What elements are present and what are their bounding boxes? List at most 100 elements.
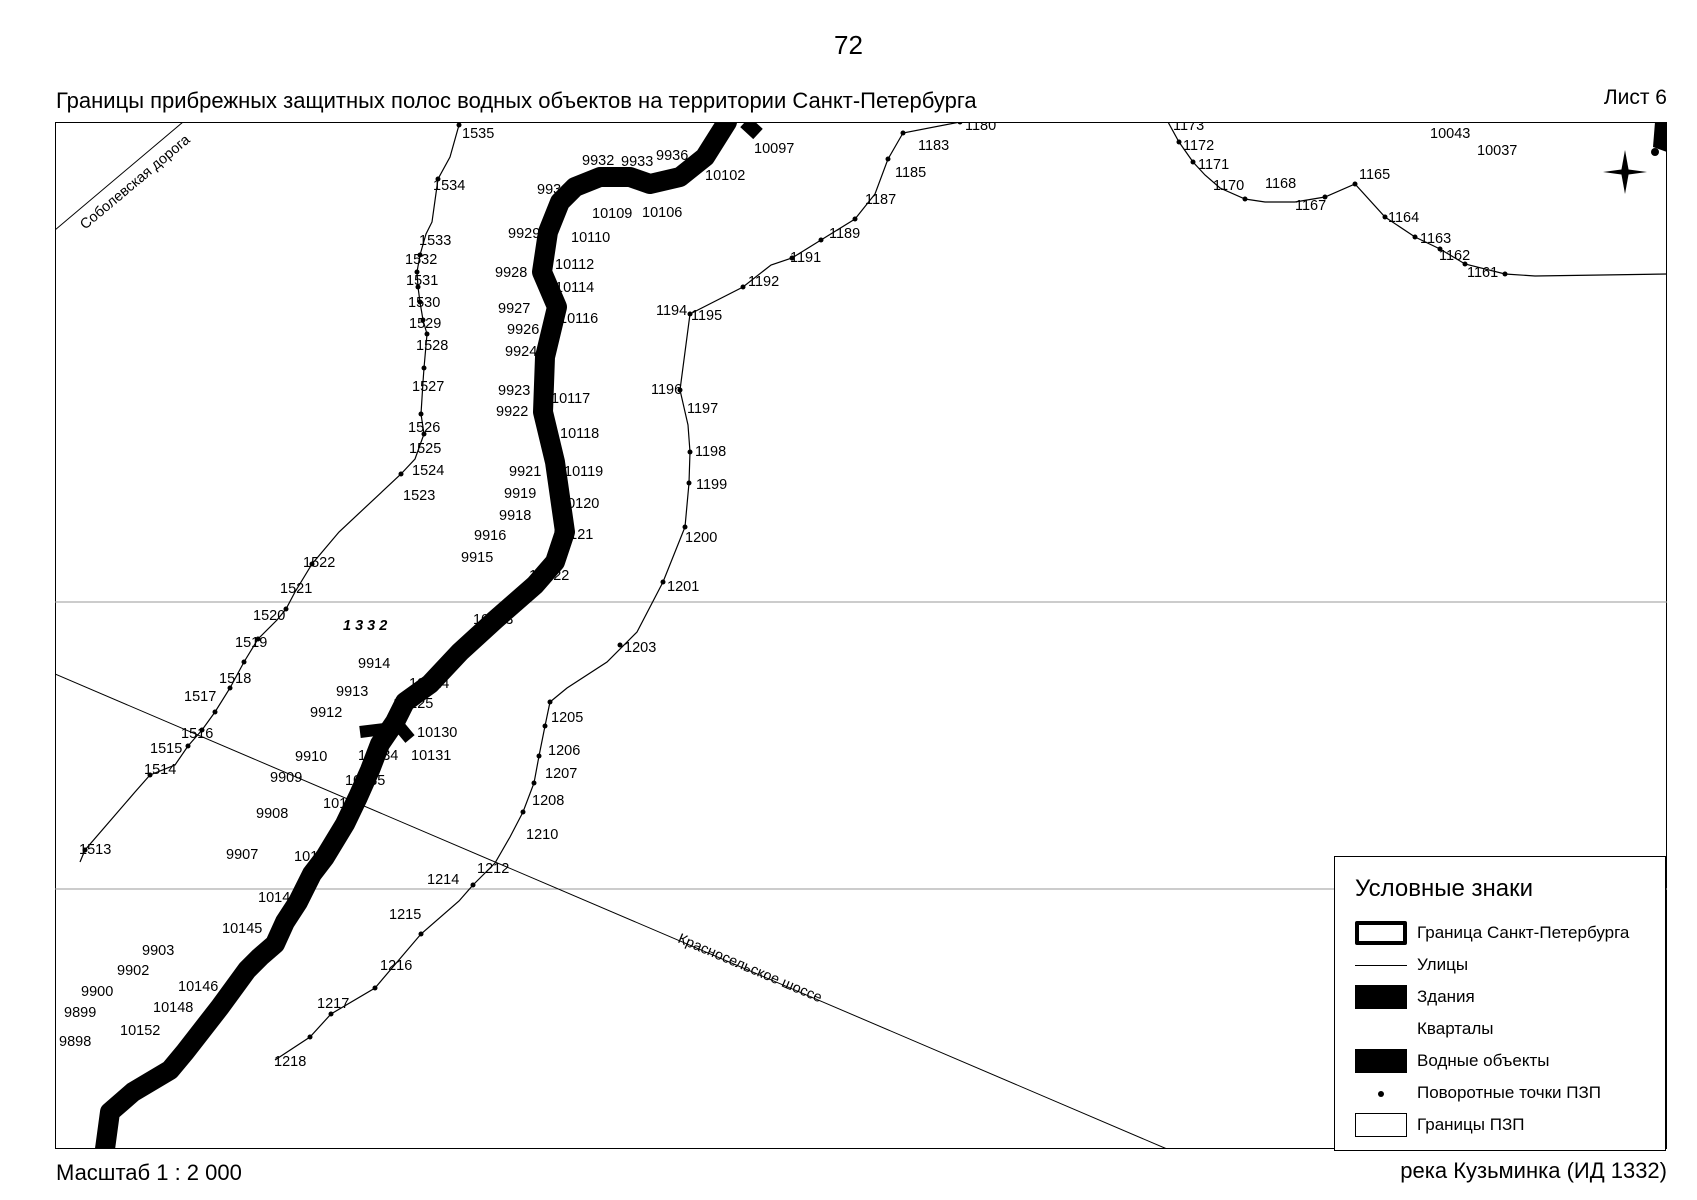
legend-item-turning-points: Поворотные точки ПЗП [1355,1081,1655,1107]
point-label-1168: 1168 [1265,176,1296,192]
point-label-1197: 1197 [687,401,718,417]
page-number: 72 [834,30,863,60]
point-label-9899: 9899 [64,1005,96,1021]
point-label-1215: 1215 [389,907,421,923]
map-frame[interactable]: Соболевская дорога Красносельское шоссе … [55,122,1667,1149]
point-label-10131: 10131 [411,748,451,764]
point-label-1530: 1530 [408,295,440,311]
point-label-1533: 1533 [419,233,451,249]
point-label-9936: 9936 [656,148,688,164]
legend-item-spb-boundary: Граница Санкт-Петербурга [1355,921,1655,947]
point-label-1194: 1194 [656,303,687,319]
legend-label: Водные объекты [1417,1051,1550,1070]
point-label-1217: 1217 [317,996,349,1012]
point-label-9898: 9898 [59,1034,91,1050]
point-label-10142: 10142 [258,890,298,906]
point-label-1517: 1517 [184,689,216,705]
point-label-1191: 1191 [790,250,821,266]
sheet-label: Лист 6 [1603,86,1667,109]
point-label-1161: 1161 [1467,265,1498,281]
river-label: река Кузьминка (ИД 1332) [1400,1158,1667,1183]
point-label-1528: 1528 [416,338,448,354]
quarter-symbol [1355,1017,1407,1041]
point-label-10123: 10123 [473,612,513,628]
point-label-9909: 9909 [270,770,302,786]
point-label-1526: 1526 [408,420,440,436]
pzp-points-left [82,122,462,853]
point-label-1208: 1208 [532,793,564,809]
building-fill-symbol [1355,985,1407,1009]
point-label-1170: 1170 [1213,178,1244,194]
point-label-1532: 1532 [405,252,437,268]
point-label-10114: 10114 [555,280,594,296]
point-label-1218: 1218 [274,1054,306,1070]
point-label-1521: 1521 [280,581,312,597]
point-label-1201: 1201 [667,579,699,595]
legend-item-streets: Улицы [1355,953,1655,979]
legend-label: Здания [1417,987,1475,1006]
point-label-9929: 9929 [508,226,540,242]
point-label-1173: 1173 [1173,122,1204,134]
point-label-1203: 1203 [624,640,656,656]
point-label-10106: 10106 [642,205,682,221]
point-label-9916: 9916 [474,528,506,544]
point-labels: 1535153415331532153115301529152815271526… [59,122,1517,1070]
point-label-10138: 10138 [294,849,334,865]
point-label-1162: 1162 [1439,248,1470,264]
street-krasnoselskoe [55,673,1168,1149]
point-label-1529: 1529 [409,316,441,332]
point-label-9923: 9923 [498,383,530,399]
point-label-1207: 1207 [545,766,577,782]
point-label-1180: 1180 [965,122,996,134]
point-label-1164: 1164 [1388,210,1419,226]
point-label-10122: 10122 [529,568,569,584]
legend-title: Условные знаки [1355,875,1534,902]
point-label-9907: 9907 [226,847,258,863]
point-label-1200: 1200 [685,530,717,546]
point-label-1163: 1163 [1420,231,1451,247]
legend: Условные знаки Граница Санкт-Петербурга … [1334,856,1666,1151]
legend-label: Поворотные точки ПЗП [1417,1083,1601,1102]
point-label-9918: 9918 [499,508,531,524]
point-label-1199: 1199 [696,477,727,493]
point-label-1192: 1192 [748,274,779,290]
legend-label: Границы ПЗП [1417,1115,1525,1134]
legend-item-quarters: Кварталы [1355,1017,1655,1043]
point-label-9902: 9902 [117,963,149,979]
point-label-10119: 10119 [564,464,603,480]
pzp-boundary-symbol [1355,1113,1407,1137]
point-label-1195: 1195 [691,308,722,324]
point-label-1216: 1216 [380,958,412,974]
point-label-9928: 9928 [495,265,527,281]
point-label-9912: 9912 [310,705,342,721]
point-label-9914: 9914 [358,656,390,672]
legend-item-buildings: Здания [1355,985,1655,1011]
point-label-10145: 10145 [222,921,262,937]
point-label-1531: 1531 [406,273,438,289]
pzp-boundary-left [79,124,460,863]
point-label-9900: 9900 [81,984,113,1000]
scale-label: Масштаб 1 : 2 000 [56,1160,242,1185]
legend-item-pzp-boundary: Границы ПЗП [1355,1113,1655,1139]
street-line-symbol [1355,965,1407,966]
point-label-9933: 9933 [621,154,653,170]
point-label-9922: 9922 [496,404,528,420]
point-label-10121: 10121 [553,527,593,543]
point-label-1212: 1212 [477,861,509,877]
point-label-1172: 1172 [1183,138,1214,154]
object-id-label: 1 3 3 2 [343,618,387,634]
point-label-9921: 9921 [509,464,541,480]
pzp-boundary-right [274,122,961,1061]
point-label-10097: 10097 [754,141,794,157]
point-label-9932: 9932 [582,153,614,169]
point-label-1527: 1527 [412,379,444,395]
point-label-1524: 1524 [412,463,444,479]
street-sobolevskaya [55,122,184,231]
north-arrow-icon [1603,150,1647,194]
point-label-1210: 1210 [526,827,558,843]
point-label-9908: 9908 [256,806,288,822]
point-label-10110: 10110 [571,230,610,246]
point-label-9915: 9915 [461,550,493,566]
spb-boundary-symbol [1355,921,1407,945]
point-label-1513: 1513 [79,842,111,858]
